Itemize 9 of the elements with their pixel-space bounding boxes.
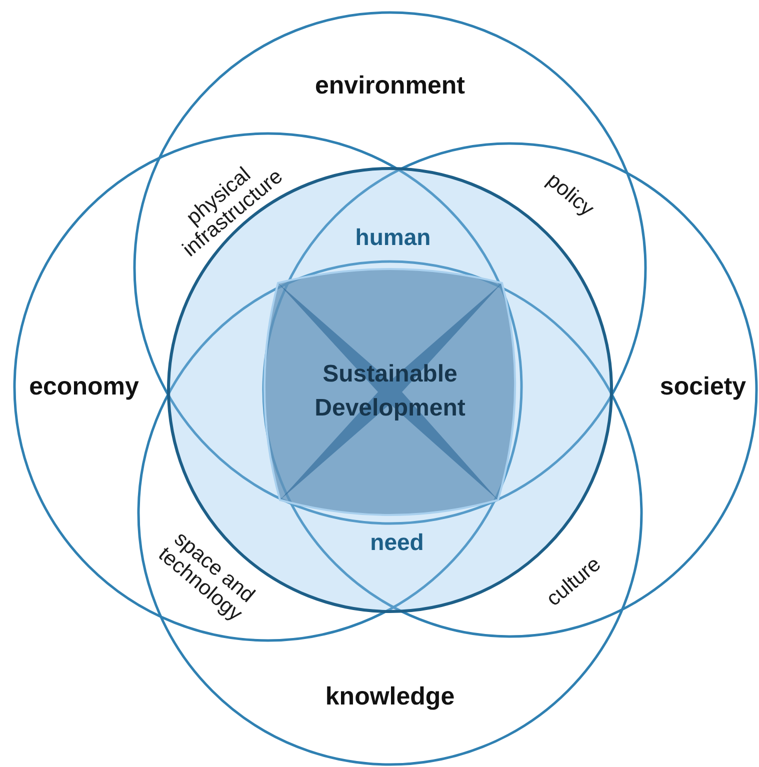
venn-circle [137,260,643,766]
core-label: need [369,530,425,554]
core-label: human [354,225,432,250]
center-title: Sustainable Development [314,359,466,423]
circle-label: society [660,372,746,402]
venn-circle [13,132,523,642]
circle-label: environment [314,72,466,100]
circle-label: economy [29,372,139,402]
circle-label: knowledge [325,682,455,712]
